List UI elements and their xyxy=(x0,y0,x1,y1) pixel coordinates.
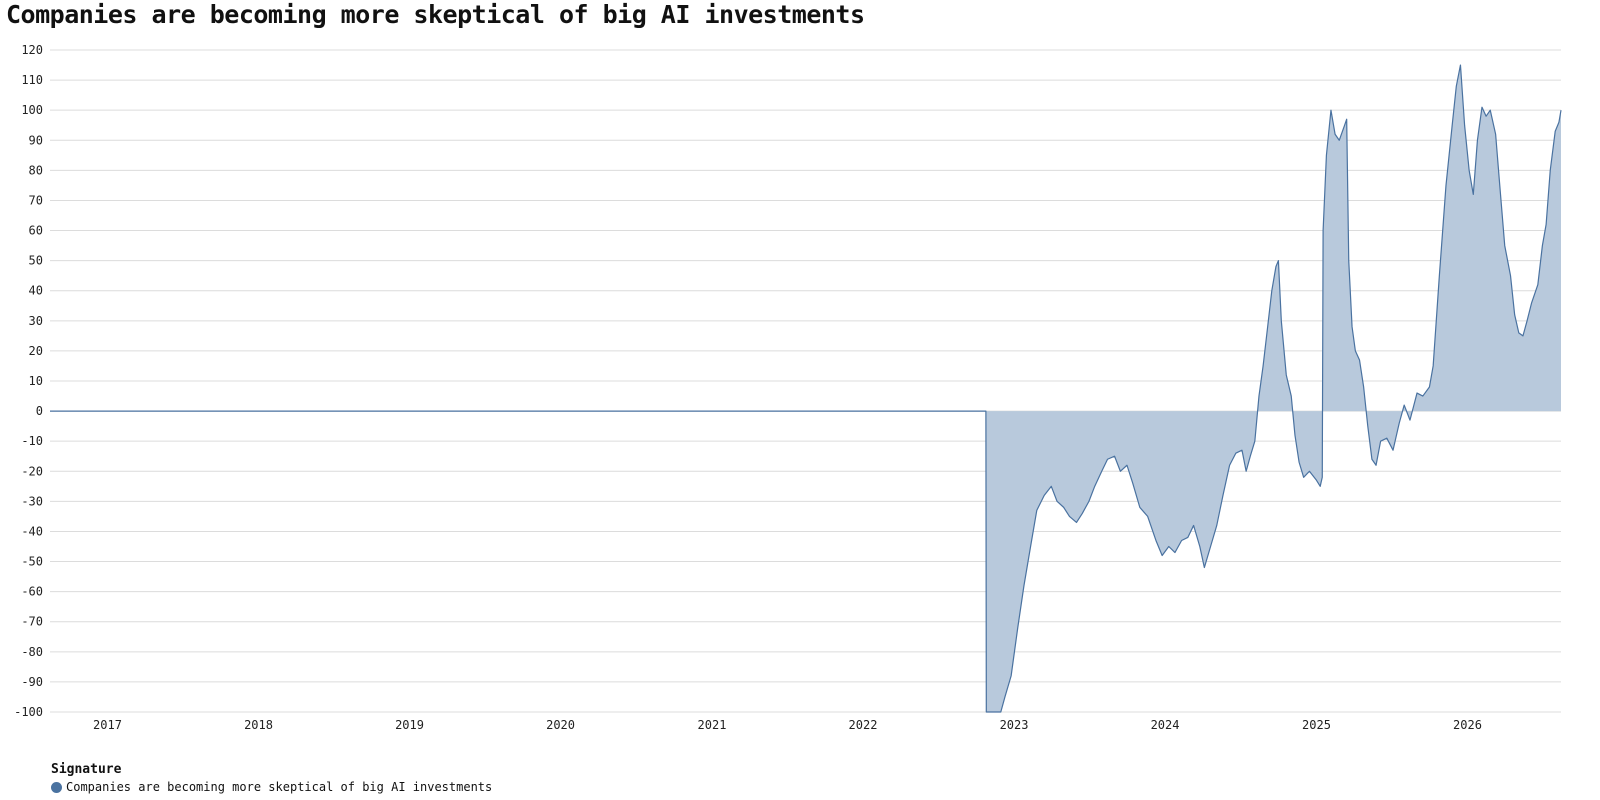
y-axis-ticks: 1201101009080706050403020100-10-20-30-40… xyxy=(14,43,43,719)
x-tick-label: 2019 xyxy=(395,718,424,732)
y-tick-label: 120 xyxy=(21,43,43,57)
legend-label: Companies are becoming more skeptical of… xyxy=(66,780,493,794)
y-tick-label: -90 xyxy=(21,675,43,689)
grid-lines xyxy=(50,49,1561,713)
legend-title: Signature xyxy=(51,762,122,777)
series-layer xyxy=(50,64,1562,713)
series-area xyxy=(50,65,1561,713)
y-tick-label: 70 xyxy=(29,193,43,207)
legend-item[interactable]: Companies are becoming more skeptical of… xyxy=(51,780,492,794)
chart-title: Companies are becoming more skeptical of… xyxy=(6,0,865,29)
y-tick-label: -40 xyxy=(21,524,43,538)
x-tick-label: 2026 xyxy=(1453,718,1482,732)
x-tick-label: 2018 xyxy=(244,718,273,732)
x-tick-label: 2020 xyxy=(546,718,575,732)
x-tick-label: 2025 xyxy=(1302,718,1331,732)
x-tick-label: 2024 xyxy=(1151,718,1180,732)
y-tick-label: 100 xyxy=(21,103,43,117)
series-line xyxy=(50,64,1562,713)
y-tick-label: 40 xyxy=(29,284,43,298)
y-tick-label: 50 xyxy=(29,254,43,268)
x-tick-label: 2017 xyxy=(93,718,122,732)
y-tick-label: -10 xyxy=(21,434,43,448)
x-axis-ticks: 2017 2018 2019 2020 2021 2022 2023 2024 2025 2026 xyxy=(93,718,1482,732)
y-tick-label: 80 xyxy=(29,163,43,177)
y-tick-label: -20 xyxy=(21,464,43,478)
y-tick-label: 0 xyxy=(36,404,43,418)
y-tick-label: 30 xyxy=(29,314,43,328)
y-tick-label: -50 xyxy=(21,555,43,569)
y-tick-label: -70 xyxy=(21,615,43,629)
y-tick-label: 20 xyxy=(29,344,43,358)
y-tick-label: 10 xyxy=(29,374,43,388)
legend: Signature Companies are becoming more sk… xyxy=(51,762,492,794)
x-tick-label: 2022 xyxy=(849,718,878,732)
y-tick-label: -80 xyxy=(21,645,43,659)
x-tick-label: 2023 xyxy=(1000,718,1029,732)
x-tick-label: 2021 xyxy=(698,718,727,732)
legend-swatch-icon xyxy=(51,781,62,793)
y-tick-label: -30 xyxy=(21,494,43,508)
y-tick-label: 90 xyxy=(29,133,43,147)
y-tick-label: 60 xyxy=(29,224,43,238)
y-tick-label: 110 xyxy=(21,73,43,87)
y-tick-label: -100 xyxy=(14,705,43,719)
y-tick-label: -60 xyxy=(21,585,43,599)
